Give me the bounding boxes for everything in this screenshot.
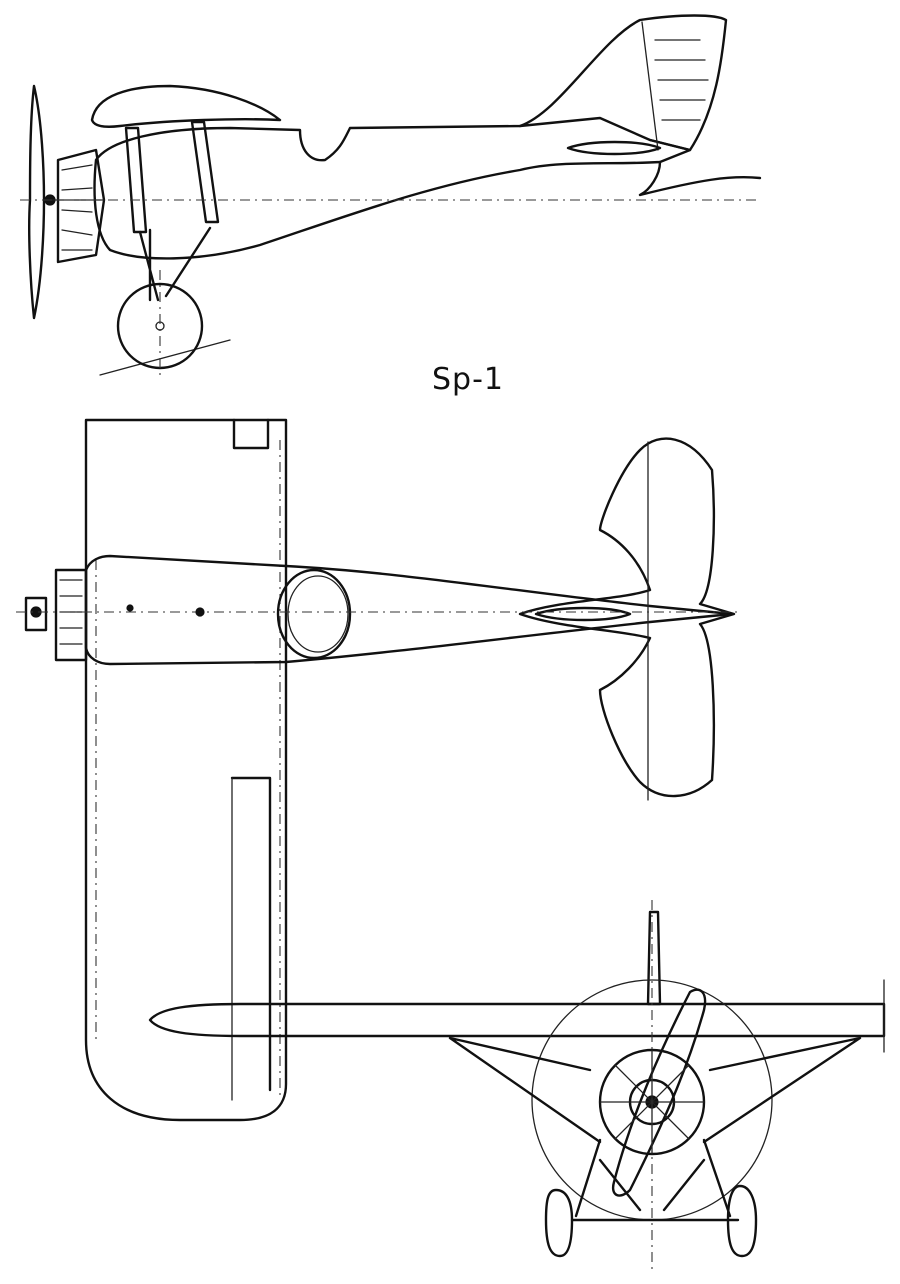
front-wheel-left [544, 1188, 574, 1258]
top-aileron-lower [230, 776, 272, 1092]
front-propeller [611, 988, 707, 1197]
top-aileron-upper [232, 418, 270, 450]
side-view [20, 14, 762, 376]
top-wing [84, 418, 288, 1122]
side-upper-wing [90, 84, 282, 128]
side-struts [124, 120, 220, 234]
front-struts [448, 1036, 862, 1144]
side-landing-gear [138, 226, 212, 302]
top-tailplane [518, 437, 736, 798]
front-landing-gear [570, 1138, 740, 1222]
side-fuselage [93, 116, 692, 260]
front-wing [148, 1002, 886, 1038]
top-view [16, 418, 740, 1122]
top-engine [24, 568, 88, 662]
front-fin [646, 910, 662, 1006]
front-view [148, 900, 886, 1270]
front-wheel-right [726, 1184, 758, 1258]
side-propeller [28, 84, 46, 320]
top-fuselage [84, 554, 734, 666]
side-fin-rudder [518, 14, 728, 152]
side-tailplane [566, 140, 662, 156]
aircraft-designation-label: Sp-1 [432, 362, 504, 397]
top-cockpit [276, 568, 352, 660]
